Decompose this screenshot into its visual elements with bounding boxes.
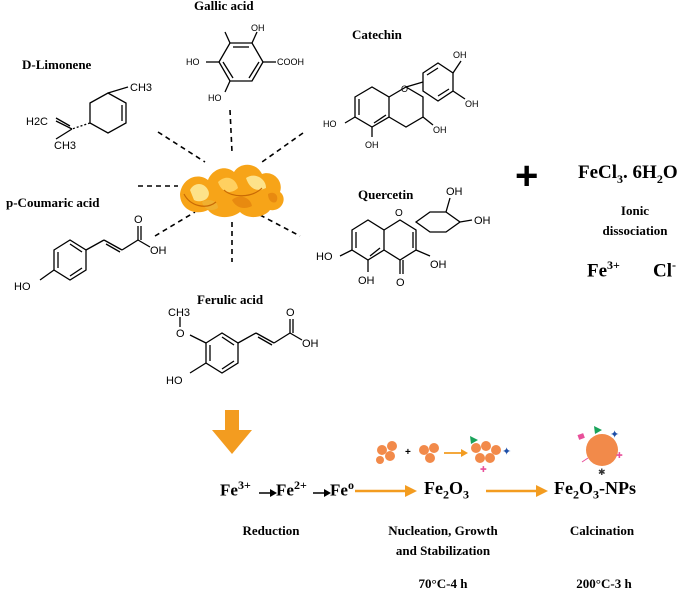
coumaric-o: O — [134, 214, 143, 226]
svg-text:+: + — [405, 447, 411, 458]
svg-text:✱: ✱ — [598, 467, 606, 477]
quercetin-oh-4: OH — [358, 275, 375, 287]
svg-text:O: O — [395, 208, 403, 219]
quercetin-oh-2: OH — [474, 215, 491, 227]
ferulic-o-methoxy: O — [176, 328, 185, 340]
catechin-oh-4: OH — [365, 140, 379, 150]
quercetin-oh-3: OH — [430, 259, 447, 271]
catechin-label: Catechin — [352, 27, 402, 42]
fe0-product: Feo — [330, 478, 354, 500]
ferulic-ch3: CH3 — [168, 307, 190, 319]
catechin-ho: HO — [323, 119, 337, 129]
orange-peel-image — [180, 164, 284, 218]
nanoparticle-illustration: ✦ ✚ ✱ — [577, 426, 623, 477]
down-arrow — [212, 410, 252, 454]
reduction-caption: Reduction — [242, 523, 300, 538]
svg-text:✚: ✚ — [480, 465, 487, 474]
catechin-oh-3: OH — [433, 125, 447, 135]
orange-arrow-2 — [486, 485, 548, 497]
fe3-reactant: Fe3+ — [220, 478, 251, 500]
catechin-oh-2: OH — [465, 99, 479, 109]
coumaric-oh: OH — [150, 245, 167, 257]
ferulic-ho: HO — [166, 375, 183, 387]
nucleation-condition: 70°C-4 h — [418, 576, 468, 591]
gallic-acid-structure: OH HO HO COOH — [186, 23, 304, 103]
fe2-intermediate: Fe2+ — [276, 478, 307, 500]
gallic-cooh: COOH — [277, 57, 304, 67]
quercetin-ho: HO — [316, 251, 333, 263]
svg-text:✚: ✚ — [616, 451, 623, 460]
nucleation-illustration: + ✦ ✚ — [376, 436, 511, 474]
p-coumaric-acid-label: p-Coumaric acid — [6, 195, 100, 210]
svg-text:✦: ✦ — [502, 446, 511, 458]
catechin-oh-1: OH — [453, 50, 467, 60]
quercetin-o: O — [396, 277, 405, 289]
p-coumaric-acid-structure: O OH HO — [14, 214, 167, 293]
orange-arrow-1 — [355, 485, 417, 497]
quercetin-oh-1: OH — [446, 186, 463, 198]
quercetin-label: Quercetin — [358, 187, 414, 202]
svg-text:✦: ✦ — [610, 429, 619, 441]
small-arrow-2 — [313, 489, 331, 497]
ionic-dissociation-label: Ionic dissociation — [602, 203, 668, 238]
calcination-condition: 200°C-3 h — [576, 576, 632, 591]
fe2o3-intermediate: Fe2O3 — [424, 478, 469, 502]
fe2o3-nps-product: Fe2O3-NPs — [554, 478, 636, 502]
gallic-ho-mid: HO — [186, 57, 200, 67]
d-limonene-label: D-Limonene — [22, 57, 92, 72]
svg-text:O: O — [401, 84, 408, 94]
gallic-ho-bottom: HO — [208, 93, 222, 103]
ferulic-acid-structure: CH3 O O OH HO — [166, 307, 319, 387]
nucleation-caption: Nucleation, Growth and Stabilization — [388, 523, 498, 558]
ferulic-o-carbonyl: O — [286, 307, 295, 319]
limonene-ch3-top: CH3 — [130, 82, 152, 94]
coumaric-ho: HO — [14, 281, 31, 293]
fe3-ion: Fe3+ — [587, 258, 620, 282]
cl-ion: Cl- — [653, 258, 676, 282]
gallic-acid-label: Gallic acid — [194, 0, 254, 13]
small-arrow-1 — [259, 489, 277, 497]
d-limonene-structure: CH3 H2C CH3 — [26, 82, 152, 152]
ferulic-oh: OH — [302, 338, 319, 350]
ferulic-acid-label: Ferulic acid — [197, 292, 264, 307]
limonene-ch3-bottom: CH3 — [54, 140, 76, 152]
quercetin-structure: O OH OH HO O OH OH — [316, 186, 491, 289]
catechin-structure: O OH OH HO OH OH — [323, 50, 479, 150]
plus-sign: + — [515, 154, 539, 198]
fecl3-formula: FeCl3. 6H2O — [578, 162, 678, 186]
limonene-h2c: H2C — [26, 116, 48, 128]
calcination-caption: Calcination — [569, 523, 635, 538]
gallic-oh-top: OH — [251, 23, 265, 33]
